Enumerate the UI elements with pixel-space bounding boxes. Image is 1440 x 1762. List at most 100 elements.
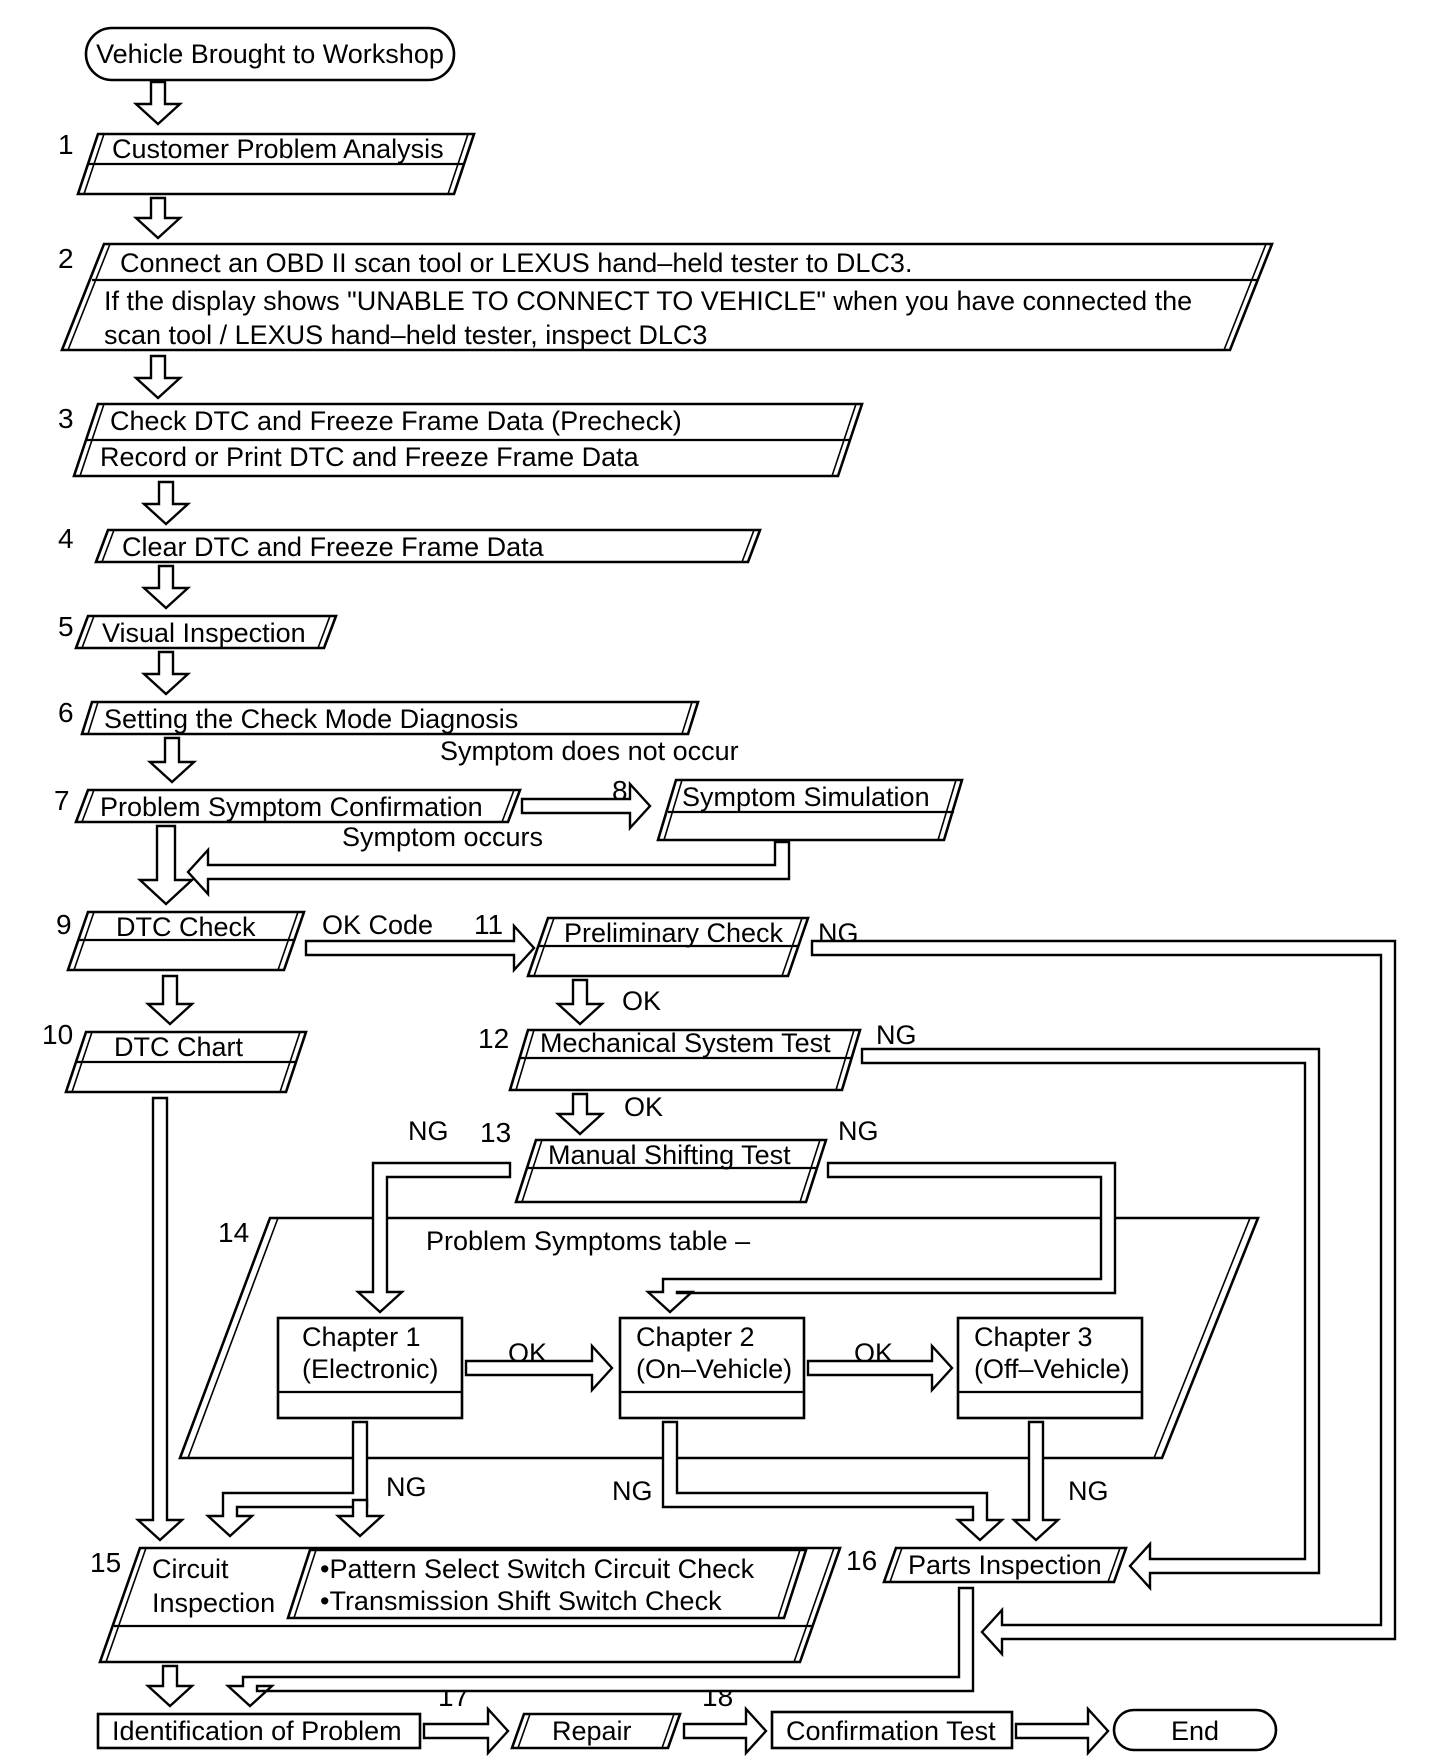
step-line-1: Check DTC and Freeze Frame Data (Prechec… <box>110 406 682 436</box>
step-label: Manual Shifting Test <box>548 1140 791 1170</box>
step-label: Setting the Check Mode Diagnosis <box>104 704 518 734</box>
right-arrow-identification-to-repair <box>422 1705 510 1757</box>
ok-arrow-ch1-to-ch2 <box>464 1342 614 1394</box>
ng-label-ch1: NG <box>386 1472 427 1502</box>
step-17-repair: Repair <box>510 1712 682 1750</box>
step-number: 6 <box>58 697 74 728</box>
step-2-connect-scan-tool: 2 Connect an OBD II scan tool or LEXUS h… <box>58 242 1274 352</box>
down-arrow-11-to-12 <box>554 978 606 1026</box>
chapter-line-2: (Electronic) <box>302 1354 439 1384</box>
step-number: 9 <box>56 909 72 940</box>
step-12-mechanical-system-test: 12 Mechanical System Test <box>478 1023 862 1092</box>
down-arrow-1-to-2 <box>132 196 184 240</box>
step-number: 11 <box>474 909 503 940</box>
identification-of-problem-box: Identification of Problem <box>96 1712 422 1750</box>
down-arrow-start-to-1 <box>132 80 184 126</box>
step-number: 7 <box>54 785 70 816</box>
right-arrow-repair-to-confirmation <box>682 1705 768 1757</box>
step-number: 2 <box>58 243 74 274</box>
symptom-does-not-occur-label: Symptom does not occur <box>440 736 739 766</box>
circuit-checks-box: •Pattern Select Switch Circuit Check •Tr… <box>286 1548 808 1620</box>
right-arrow-confirmation-to-end <box>1014 1705 1110 1757</box>
step-line-2: If the display shows "UNABLE TO CONNECT … <box>104 286 1192 316</box>
step-label: Clear DTC and Freeze Frame Data <box>122 532 545 562</box>
step-1-customer-problem-analysis: 1 Customer Problem Analysis <box>58 129 476 196</box>
ng-label-ch3: NG <box>1068 1476 1109 1506</box>
start-label: Vehicle Brought to Workshop <box>96 39 444 69</box>
down-arrow-15-to-identification <box>144 1664 196 1708</box>
ng-arrow-ch1-to-15-left <box>204 1420 369 1538</box>
chapter-line-2: (Off–Vehicle) <box>974 1354 1130 1384</box>
ng-label-ch2: NG <box>612 1476 653 1506</box>
step-number: 16 <box>846 1545 877 1576</box>
ng-arrow-13-to-ch1 <box>354 1161 512 1314</box>
arrow-16-to-identification <box>224 1586 975 1708</box>
chapter-line-1: Chapter 3 <box>974 1322 1093 1352</box>
step-number: 3 <box>58 403 74 434</box>
identification-label: Identification of Problem <box>112 1716 402 1746</box>
right-arrow-9-to-11 <box>304 922 536 974</box>
chapter-line-1: Chapter 2 <box>636 1322 755 1352</box>
step-9-dtc-check: 9 DTC Check <box>56 909 306 972</box>
down-arrow-7-to-9 <box>136 824 196 906</box>
step-5-visual-inspection: 5 Visual Inspection <box>58 611 338 650</box>
step-label: DTC Chart <box>114 1032 244 1062</box>
step-16-parts-inspection: 16 Parts Inspection <box>846 1545 1128 1584</box>
ng-arrow-12-to-16 <box>860 1047 1321 1592</box>
ok-label-11: OK <box>622 986 661 1016</box>
ng-arrow-ch3-to-16 <box>1010 1420 1062 1542</box>
chapter-3-box: Chapter 3 (Off–Vehicle) <box>956 1316 1144 1420</box>
step-label: Symptom Simulation <box>682 782 930 812</box>
step-line-3: scan tool / LEXUS hand–held tester, insp… <box>104 320 707 350</box>
step-label: Parts Inspection <box>908 1550 1102 1580</box>
step-number: 13 <box>480 1117 511 1148</box>
step-line-1: Connect an OBD II scan tool or LEXUS han… <box>120 248 912 278</box>
ng-label-13-right: NG <box>838 1116 879 1146</box>
ng-label-13-left: NG <box>408 1116 449 1146</box>
chapter-line-1: Chapter 1 <box>302 1322 421 1352</box>
step-14-problem-symptoms-table: 14 Problem Symptoms table – Chapter 1 (E… <box>178 1216 1260 1460</box>
step-line-2: Record or Print DTC and Freeze Frame Dat… <box>100 442 640 472</box>
step-number: 10 <box>42 1019 73 1050</box>
step-8-symptom-simulation: 8 Symptom Simulation <box>612 775 964 842</box>
step-18-confirmation-test: Confirmation Test <box>770 1710 1014 1750</box>
ng-label-12: NG <box>876 1020 917 1050</box>
ng-arrow-13-to-ch2 <box>644 1161 1117 1314</box>
step-label: Visual Inspection <box>102 618 306 648</box>
ok-arrow-ch2-to-ch3 <box>806 1342 954 1394</box>
down-arrow-12-to-13 <box>554 1092 606 1136</box>
step-7-problem-symptom-confirmation: 7 Problem Symptom Confirmation <box>54 785 522 824</box>
step-15-circuit-inspection: 15 Circuit Inspection •Pattern Select Sw… <box>90 1546 842 1664</box>
right-arrow-7-to-8 <box>520 780 652 832</box>
step-3-check-dtc: 3 Check DTC and Freeze Frame Data (Prech… <box>58 402 864 478</box>
step-6-check-mode-diagnosis: 6 Setting the Check Mode Diagnosis <box>58 697 700 736</box>
step-number: 14 <box>218 1217 249 1248</box>
check-item-2: •Transmission Shift Switch Check <box>320 1586 722 1616</box>
step-label: Customer Problem Analysis <box>112 134 444 164</box>
step-11-preliminary-check: 11 Preliminary Check <box>474 909 810 978</box>
step-number: 4 <box>58 523 74 554</box>
end-terminal: End <box>1112 1708 1278 1752</box>
end-label: End <box>1171 1716 1219 1746</box>
table-title: Problem Symptoms table – <box>426 1226 750 1256</box>
step-4-clear-dtc: 4 Clear DTC and Freeze Frame Data <box>58 523 762 564</box>
down-arrow-4-to-5 <box>140 564 192 610</box>
step-10-dtc-chart: 10 DTC Chart <box>42 1019 308 1094</box>
step-line-2: Inspection <box>152 1588 275 1618</box>
chapter-2-box: Chapter 2 (On–Vehicle) <box>618 1316 806 1420</box>
ok-code-label: OK Code <box>322 910 433 940</box>
chapter-line-2: (On–Vehicle) <box>636 1354 792 1384</box>
step-13-manual-shifting-test: 13 Manual Shifting Test <box>480 1117 828 1204</box>
ok-label-12: OK <box>624 1092 663 1122</box>
step-label: Repair <box>552 1716 632 1746</box>
return-arrow-8-to-7 <box>186 840 791 898</box>
step-label: DTC Check <box>116 912 256 942</box>
ng-arrow-ch1-to-15-right <box>334 1498 386 1538</box>
check-item-1: •Pattern Select Switch Circuit Check <box>320 1554 755 1584</box>
step-label: Preliminary Check <box>564 918 784 948</box>
down-arrow-10-to-15 <box>134 1096 186 1542</box>
arrows <box>132 80 1397 1757</box>
down-arrow-3-to-4 <box>140 480 192 526</box>
step-number: 12 <box>478 1023 509 1054</box>
down-arrow-9-to-10 <box>144 974 196 1026</box>
